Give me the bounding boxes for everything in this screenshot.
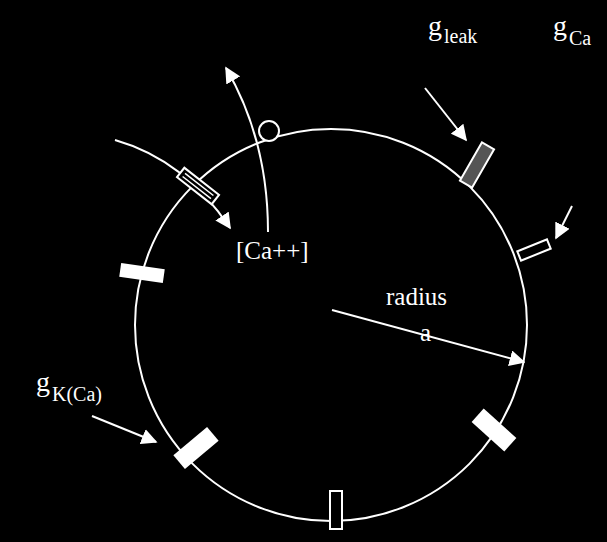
channel-symbol [330,491,342,529]
conductance-subscript: leak [444,26,477,46]
radius-arrow [332,310,524,362]
leak-channel [460,142,494,187]
influx-arrow [115,140,230,228]
channel-symbol [472,409,517,452]
leader-arrow [92,416,156,442]
cell-membrane [135,129,527,521]
leader-arrow [556,206,572,238]
conductance-subscript: Ca [569,28,591,48]
pump-symbol [259,121,279,141]
hatched-channel [177,168,219,205]
ion-concentration: [Ca++] [236,238,309,263]
conductance-subscript: K(Ca) [52,384,102,404]
ca-channel [517,239,550,260]
dimension-label: radius [386,284,447,309]
dimension-label: a [420,320,431,345]
conductance-symbol: g [553,12,567,40]
kca-channel [173,427,218,469]
pump-arrow [226,68,268,232]
conductance-symbol: g [428,12,442,40]
channel-symbol [119,263,165,283]
leader-arrow [425,88,466,140]
conductance-symbol: g [36,368,50,396]
